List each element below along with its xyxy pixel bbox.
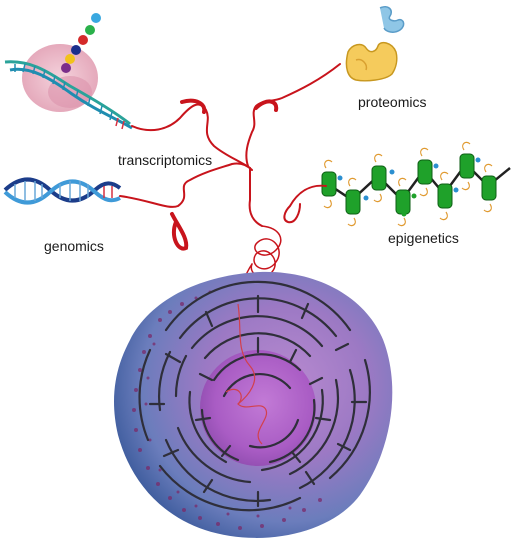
- dna-double-helix-icon: [3, 177, 122, 205]
- label-proteomics: proteomics: [358, 94, 427, 110]
- label-epigenetics: epigenetics: [388, 230, 459, 246]
- nucleosome-chain-icon: [321, 141, 511, 227]
- mrna-ribosome-icon: [4, 13, 133, 130]
- label-transcriptomics: transcriptomics: [118, 152, 213, 168]
- label-genomics: genomics: [44, 238, 104, 254]
- protein-folding-icon: [345, 5, 405, 82]
- maze-walls: [138, 280, 371, 512]
- rna-strand: [4, 60, 133, 130]
- cell-maze-icon: [114, 271, 393, 538]
- amino-acid-beads-icon: [61, 13, 101, 73]
- red-thread-network: [119, 63, 341, 305]
